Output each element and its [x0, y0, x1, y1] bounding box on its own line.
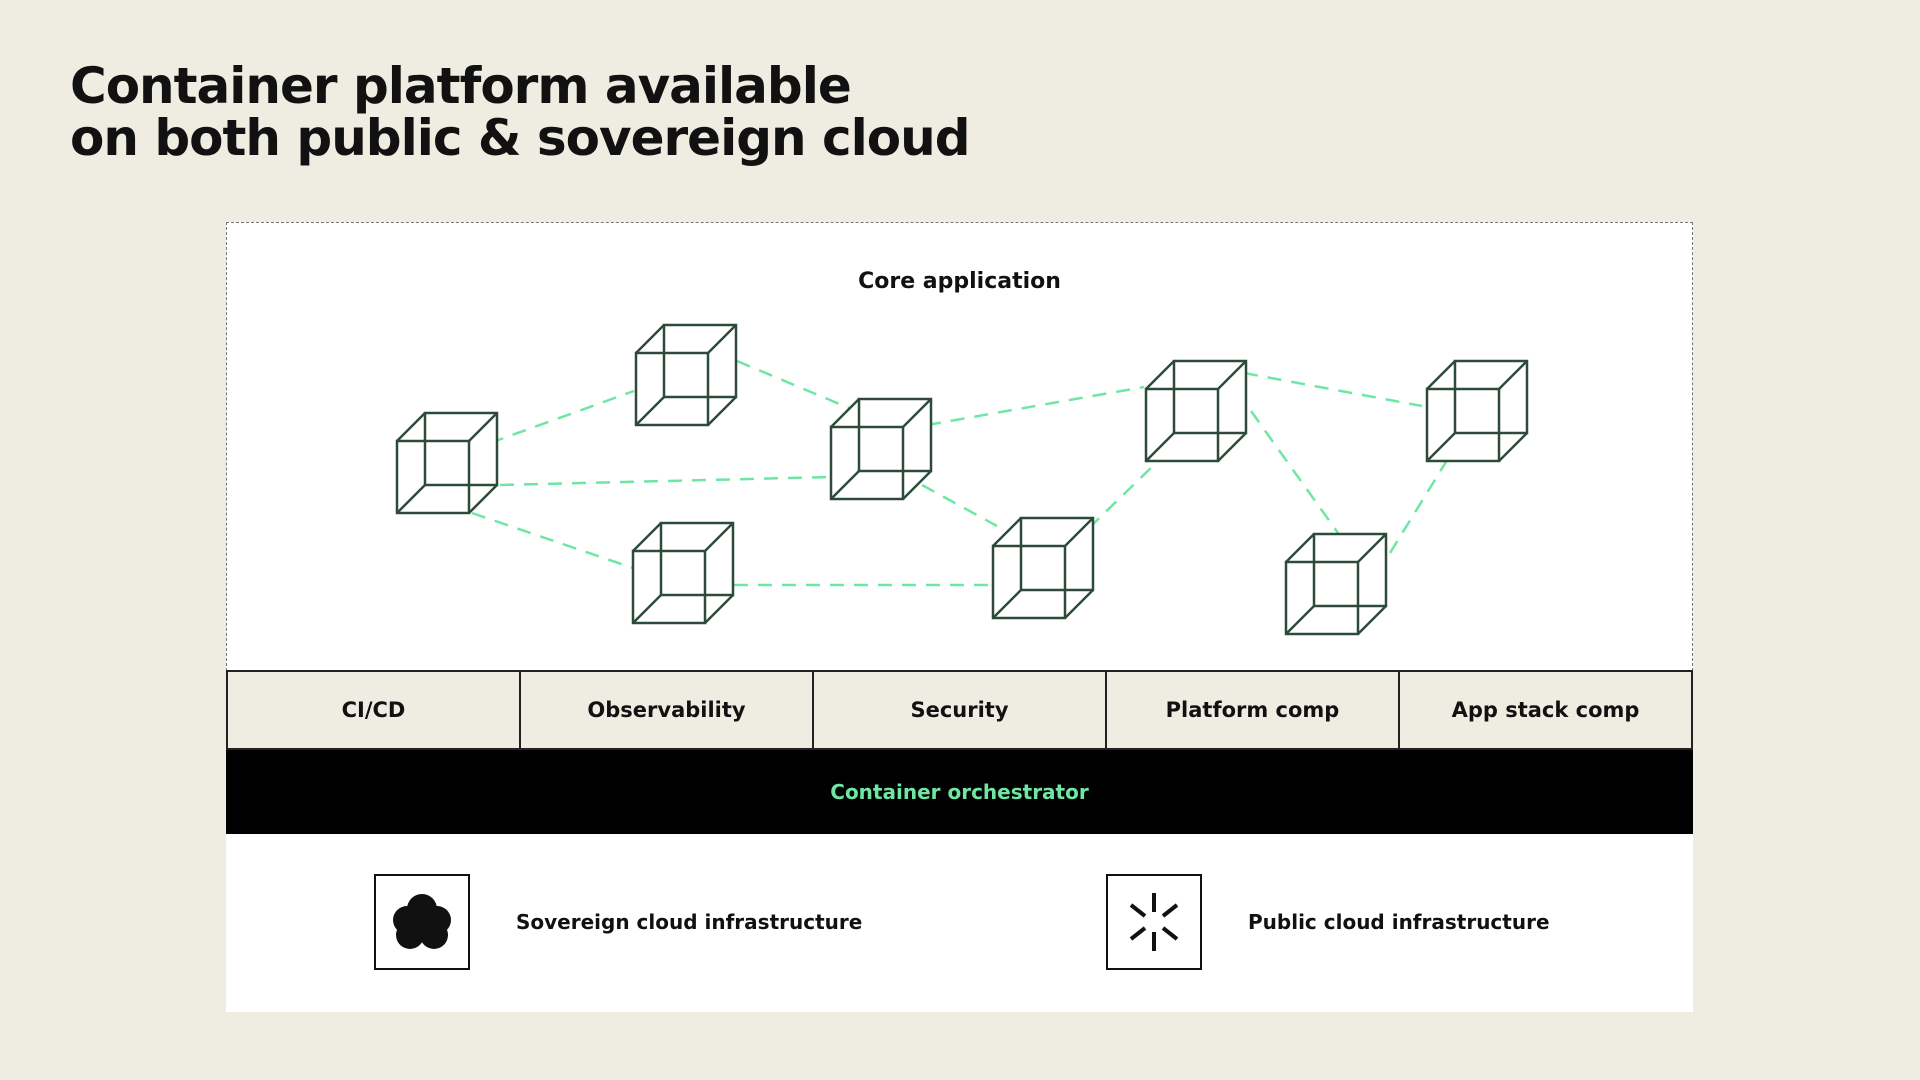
component-observability: Observability: [521, 672, 814, 748]
connection-line: [1088, 463, 1156, 529]
title-line-1: Container platform available: [70, 57, 852, 115]
container-cube-icon: [1425, 359, 1529, 463]
connection-line: [1243, 371, 1423, 408]
container-orchestrator-label: Container orchestrator: [830, 780, 1089, 804]
component-cicd: CI/CD: [228, 672, 521, 748]
connection-line: [499, 475, 832, 487]
container-cube-icon: [631, 521, 735, 625]
connection-line: [921, 483, 998, 528]
container-cube-icon: [634, 323, 738, 427]
platform-components-row: CI/CD Observability Security Platform co…: [226, 670, 1693, 750]
connection-line: [1249, 410, 1340, 534]
container-cube-icon: [1144, 359, 1248, 463]
container-cube-icon: [1284, 532, 1388, 636]
sovereign-cloud-label: Sovereign cloud infrastructure: [516, 910, 863, 934]
sovereign-cloud-item: Sovereign cloud infrastructure: [374, 874, 862, 970]
page-title: Container platform available on both pub…: [70, 57, 971, 167]
core-application-panel: Core application: [226, 222, 1693, 671]
container-orchestrator-bar: Container orchestrator: [226, 750, 1693, 834]
architecture-diagram: Core application CI/CD Observability Sec…: [226, 222, 1693, 1012]
component-security: Security: [814, 672, 1107, 748]
container-cube-icon: [829, 397, 933, 501]
service-mesh-graph: [395, 323, 1529, 636]
connection-line: [471, 511, 640, 572]
connection-line: [1388, 456, 1451, 554]
component-app-stack-comp: App stack comp: [1451, 698, 1640, 722]
sparkle-icon: [1106, 874, 1202, 970]
container-cube-icon: [991, 516, 1095, 620]
public-cloud-label: Public cloud infrastructure: [1248, 910, 1550, 934]
connection-line: [926, 385, 1145, 427]
title-line-2: on both public & sovereign cloud: [70, 109, 971, 167]
container-cube-icon: [395, 411, 499, 515]
core-application-label: Core application: [858, 269, 1061, 294]
connection-line: [736, 359, 850, 410]
cloud-icon: [374, 874, 470, 970]
component-platform-comp: Platform comp: [1107, 672, 1400, 748]
infrastructure-row: Sovereign cloud infrastructure Public cl…: [226, 834, 1693, 1012]
public-cloud-item: Public cloud infrastructure: [1106, 874, 1550, 970]
connection-line: [489, 389, 635, 445]
